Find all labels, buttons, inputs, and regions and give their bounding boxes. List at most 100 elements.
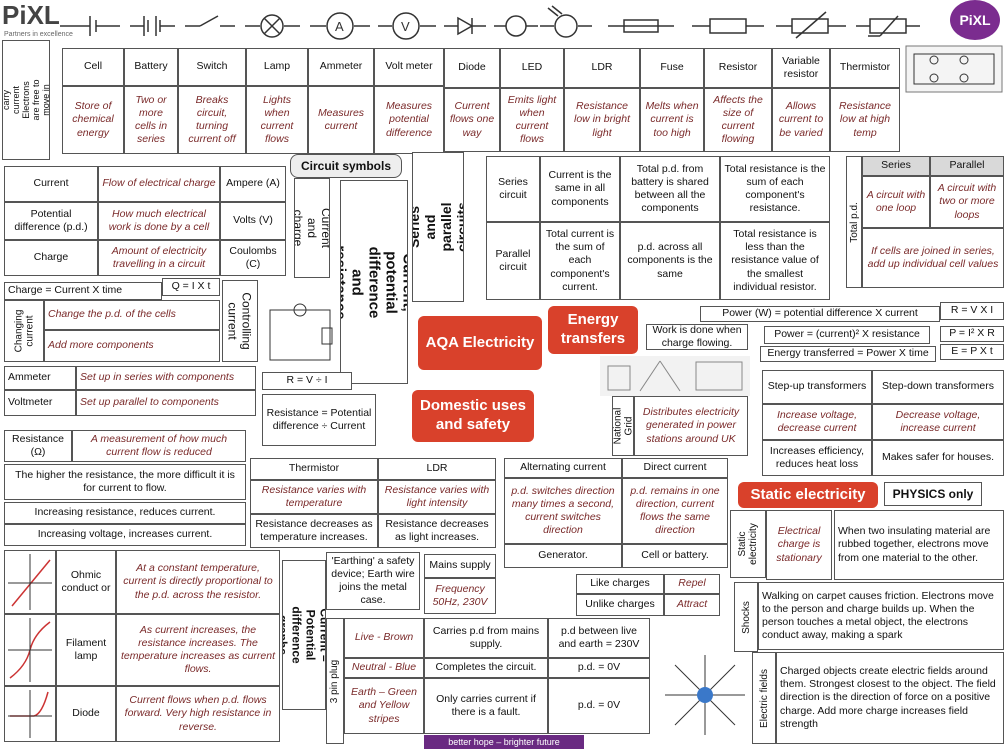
component-desc-resistor: Affects the size of current flowing: [704, 88, 772, 152]
component-desc-ammeter: Measures current: [308, 86, 374, 154]
series-parallel-title: Series and parallel circuits: [412, 152, 464, 302]
power-eq-1-short: R = V X I: [940, 302, 1004, 320]
graph-desc-ohmic: At a constant temperature, current is di…: [116, 550, 280, 614]
quantity-name-current: Current: [4, 166, 98, 202]
controlling-current-label: Controlling current: [222, 280, 258, 362]
parallel-c: Total resistance is less than the resist…: [720, 222, 830, 300]
voltmeter-desc: Set up parallel to components: [76, 390, 256, 416]
mains-supply: Mains supply: [424, 554, 496, 578]
shocks-text: Walking on carpet causes friction. Elect…: [758, 582, 1004, 650]
ohmic-graph-icon: [4, 550, 56, 614]
component-name-ldr: LDR: [564, 48, 640, 88]
wire-name-neutral: Neutral - Blue: [344, 658, 424, 678]
cpd-graphs-label: Current – Potential difference graphs: [282, 560, 326, 710]
wire-name-earth: Earth – Green and Yellow stripes: [344, 678, 424, 734]
component-desc-ldr: Resistance low in bright light: [564, 88, 640, 152]
power-eq-1: Power (W) = potential difference X curre…: [700, 306, 940, 322]
step-down-1: Decrease voltage, increase current: [872, 404, 1004, 440]
graph-name-ohmic: Ohmic conduct or: [56, 550, 116, 614]
step-up-2: Increases efficiency, reduces heat loss: [762, 440, 872, 476]
component-name-cell: Cell: [62, 48, 124, 86]
quantity-name-pd: Potential difference (p.d.): [4, 202, 98, 240]
like-charges: Like charges: [576, 574, 664, 594]
increasing-voltage: Increasing voltage, increases current.: [4, 524, 246, 546]
thermistor-decreases: Resistance decreases as temperature incr…: [250, 514, 378, 548]
change-pd: Change the p.d. of the cells: [44, 300, 220, 330]
higher-resistance: The higher the resistance, the more diff…: [4, 464, 246, 500]
wire-a-earth: Only carries current if there is a fault…: [424, 678, 548, 734]
static-label: Static electricity: [730, 510, 766, 578]
quantity-unit-charge: Coulombs (C): [220, 240, 286, 276]
series-c: Total resistance is the sum of each comp…: [720, 156, 830, 222]
component-name-resistor: Resistor: [704, 48, 772, 88]
svg-text:A: A: [335, 19, 344, 34]
r-equation: R = V ÷ I: [262, 372, 352, 390]
power-eq-2-short: P = I² X R: [940, 326, 1004, 342]
wire-a-neutral: Completes the circuit.: [424, 658, 548, 678]
filament-graph-icon: [4, 614, 56, 686]
domestic-uses-hub: Domestic uses and safety: [412, 390, 534, 442]
ldr-heading: LDR: [378, 458, 496, 480]
add-components: Add more components: [44, 330, 220, 362]
circuit-diagram: [269, 303, 333, 361]
sp-series-desc: A circuit with one loop: [862, 176, 930, 228]
pixl-logo-badge: PiXL: [950, 0, 1000, 40]
sp-parallel-header: Parallel: [930, 156, 1004, 176]
r-definition: Resistance = Potential difference ÷ Curr…: [262, 394, 376, 446]
dc-heading: Direct current: [622, 458, 728, 478]
pixl-logo: PiXL: [2, 0, 60, 30]
resistance-desc: A measurement of how much current flow i…: [72, 430, 246, 462]
generator: Generator.: [504, 544, 622, 568]
component-name-battery: Battery: [124, 48, 178, 86]
component-name-lamp: Lamp: [246, 48, 308, 86]
energy-transfers-hub: Energy transfers: [548, 306, 638, 354]
component-desc-switch: Breaks circuit, turning current off: [178, 86, 246, 154]
component-name-variable-resistor: Variable resistor: [772, 48, 830, 88]
component-desc-variable-resistor: Allows current to be varied: [772, 88, 830, 152]
component-name-fuse: Fuse: [640, 48, 704, 88]
ammeter-label: Ammeter: [4, 366, 76, 390]
step-down-2: Makes safer for houses.: [872, 440, 1004, 476]
component-name-switch: Switch: [178, 48, 246, 86]
footer: better hope – brighter future: [424, 735, 584, 749]
power-eq-3-short: E = P X t: [940, 344, 1004, 360]
electric-fields-text: Charged objects create electric fields a…: [776, 652, 1004, 744]
step-down-header: Step-down transformers: [872, 370, 1004, 404]
wire-name-live: Live - Brown: [344, 618, 424, 658]
power-eq-3: Energy transferred = Power X time: [760, 346, 936, 362]
q-equation: Q = I X t: [162, 278, 220, 296]
shocks-label: Shocks: [734, 582, 758, 652]
circuit-symbols-label: Circuit symbols: [290, 154, 402, 178]
quantity-desc-current: Flow of electrical charge: [98, 166, 220, 202]
parallel-b: p.d. across all components is the same: [620, 222, 720, 300]
component-desc-cell: Store of chemical energy: [62, 86, 124, 154]
charge-equation: Charge = Current X time: [4, 282, 162, 300]
ac-heading: Alternating current: [504, 458, 622, 478]
component-desc-battery: Two or more cells in series: [124, 86, 178, 154]
component-desc-thermistor: Resistance low at high temp: [830, 88, 900, 152]
attract: Attract: [664, 594, 720, 616]
ldr-varies: Resistance varies with light intensity: [378, 480, 496, 514]
unlike-charges: Unlike charges: [576, 594, 664, 616]
increasing-resistance: Increasing resistance, reduces current.: [4, 502, 246, 524]
wire-b-earth: p.d. = 0V: [548, 678, 650, 734]
circuit-symbols-strip-2: [540, 5, 920, 39]
sp-parallel-desc: A circuit with two or more loops: [930, 176, 1004, 228]
pixl-tagline: Partners in excellence: [4, 31, 73, 38]
total-pd-label: Total p.d.: [846, 156, 862, 288]
graph-desc-diode: Current flows when p.d. flows forward. V…: [116, 686, 280, 742]
national-grid-desc: Distributes electricity generated in pow…: [634, 396, 748, 456]
national-grid-label: National Grid: [612, 396, 634, 456]
graph-desc-filament: As current increases, the resistance inc…: [116, 614, 280, 686]
voltmeter-label: Voltmeter: [4, 390, 76, 416]
circuit-symbols-strip: A V: [60, 12, 538, 40]
static-electricity-hub: Static electricity: [738, 482, 878, 508]
step-up-1: Increase voltage, decrease current: [762, 404, 872, 440]
series-a: Current is the same in all components: [540, 156, 620, 222]
ldr-decreases: Resistance decreases as light increases.: [378, 514, 496, 548]
static-text: When two insulating material are rubbed …: [834, 510, 1004, 580]
component-name-ammeter: Ammeter: [308, 48, 374, 86]
mains-frequency: Frequency 50Hz, 230V: [424, 578, 496, 614]
sp-cells-note: If cells are joined in series, add up in…: [862, 228, 1004, 288]
parallel-a: Total current is the sum of each compone…: [540, 222, 620, 300]
